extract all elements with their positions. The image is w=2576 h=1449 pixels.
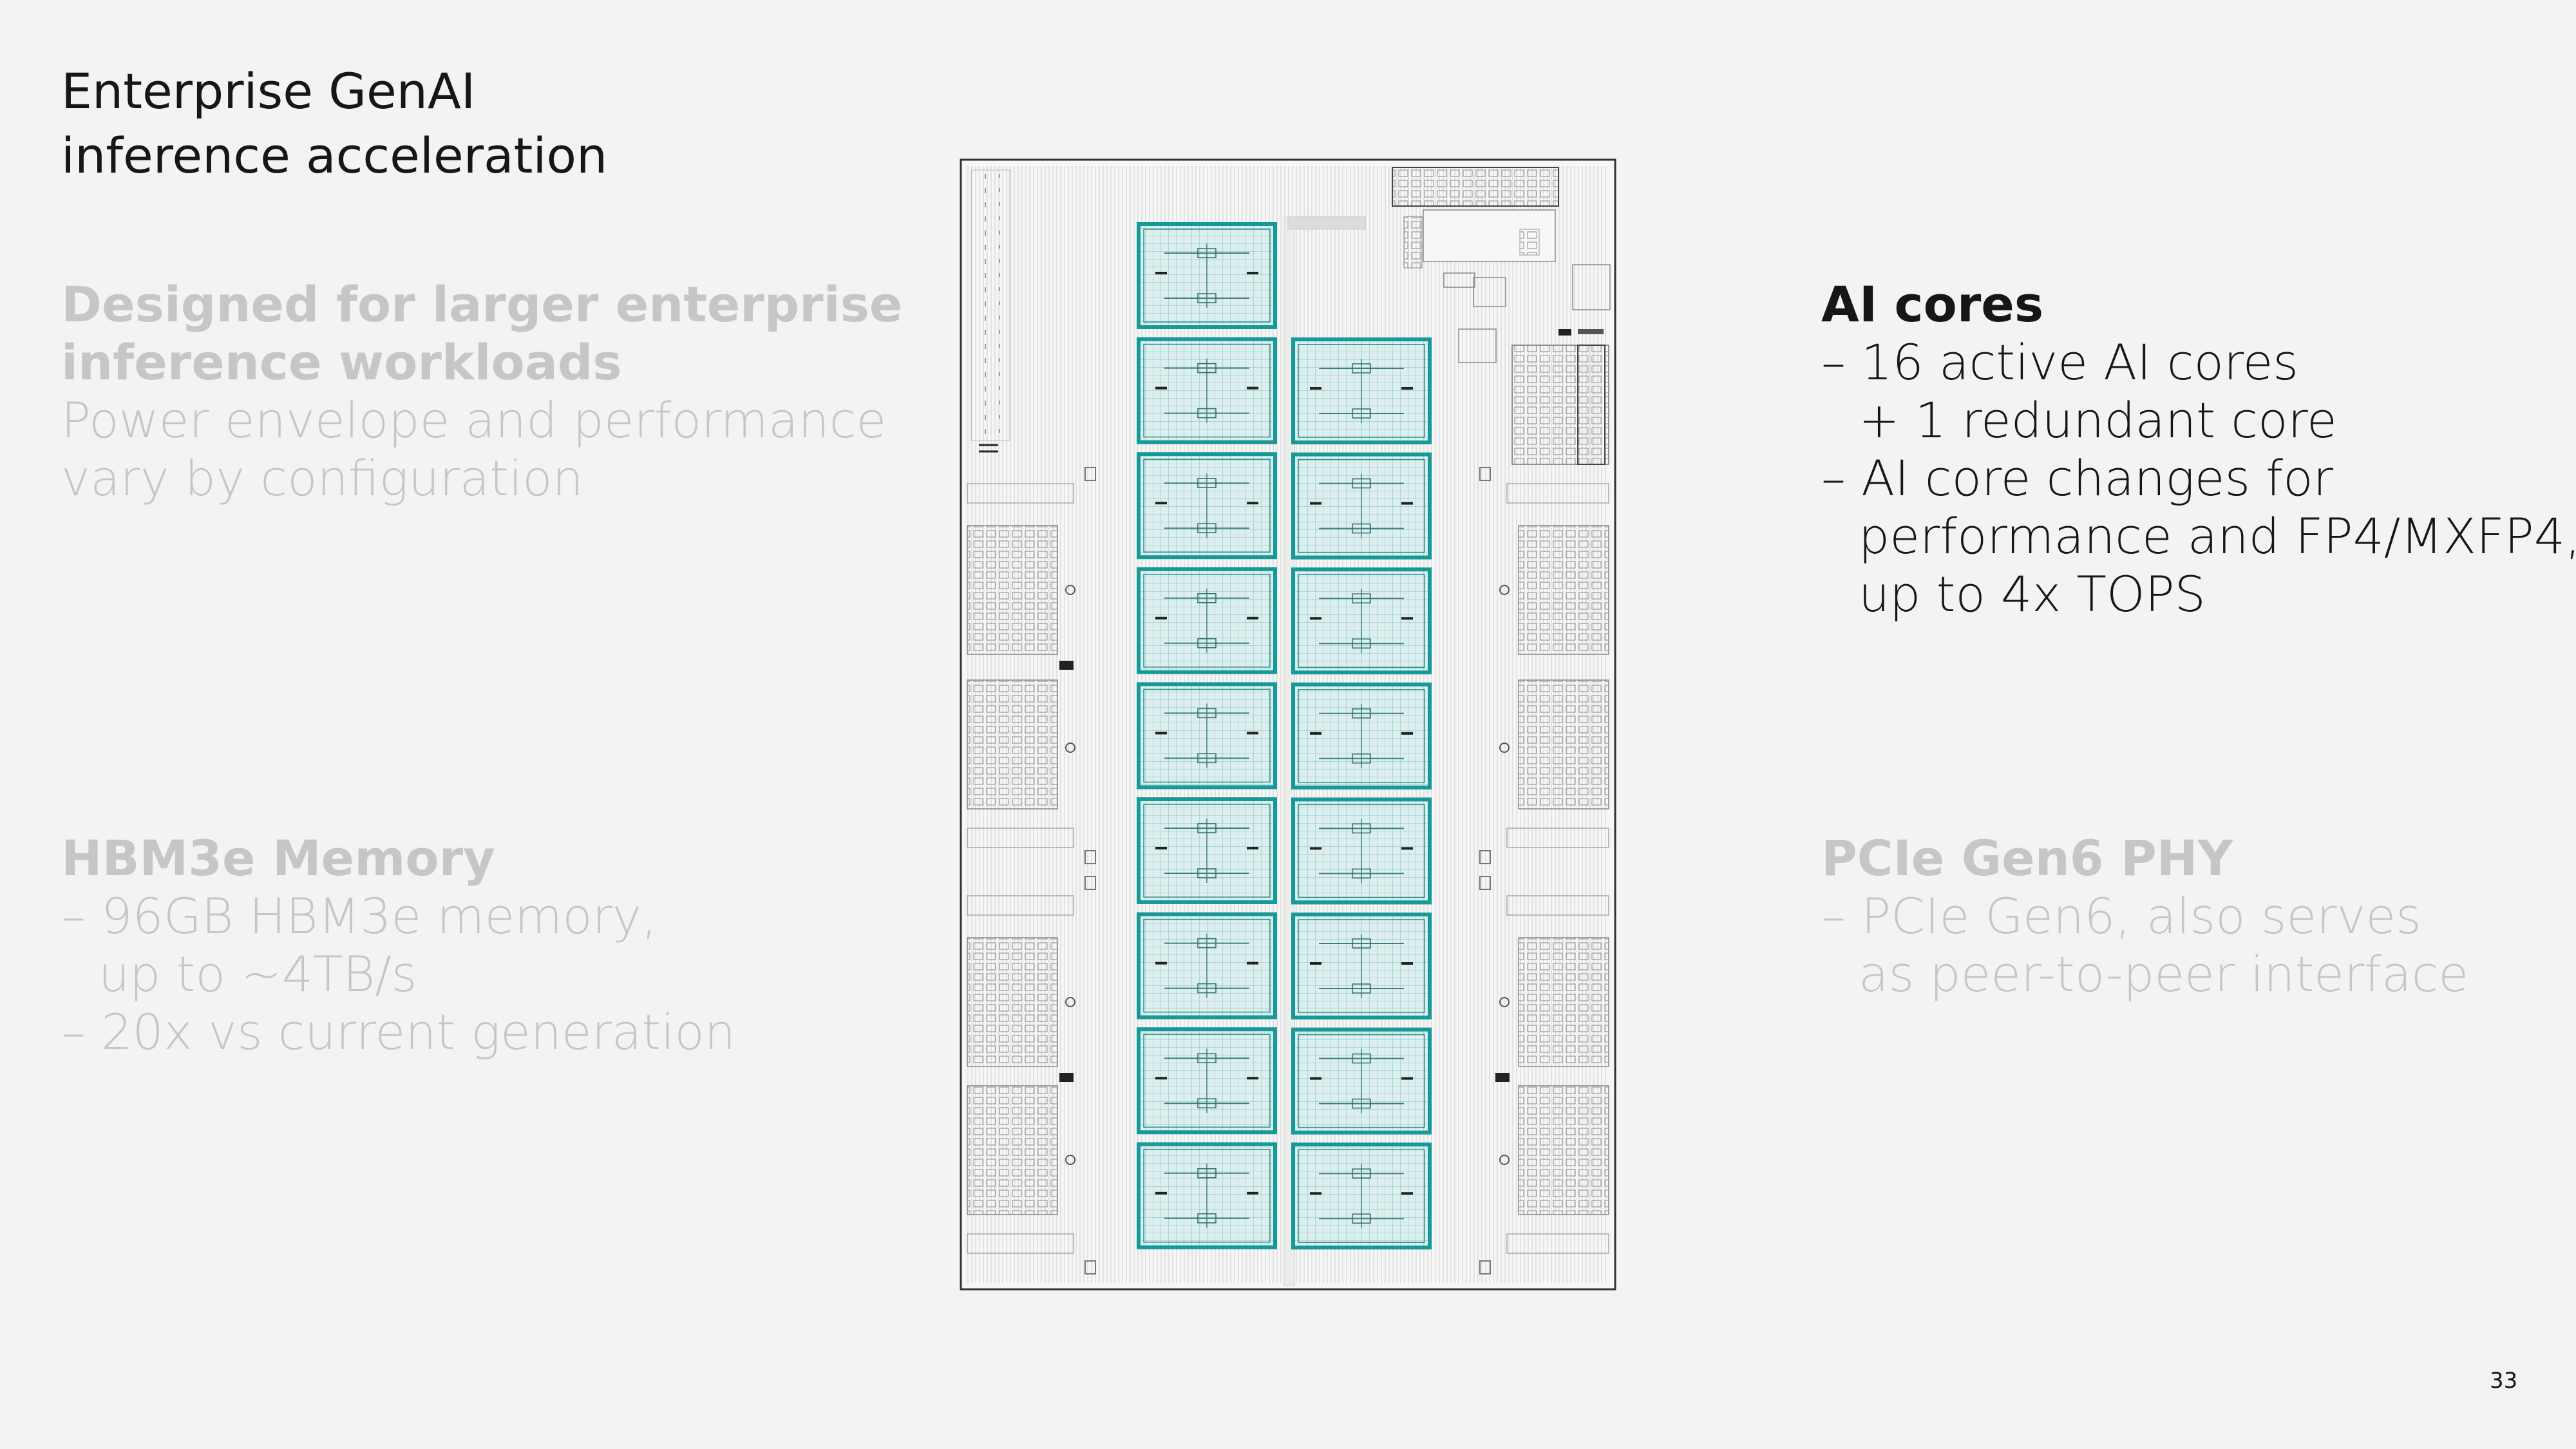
hbm-right-b xyxy=(1518,679,1609,810)
block-line: – 16 active AI cores xyxy=(1821,334,2298,391)
hbm-left-mid2 xyxy=(967,895,1074,916)
hbm-left-bot xyxy=(967,1233,1074,1254)
hbm-left-b xyxy=(967,679,1058,810)
pcie-phy-block: PCIe Gen6 PHY – PCIe Gen6, also serves a… xyxy=(1821,829,2468,1003)
hbm-left-mid xyxy=(967,828,1074,848)
ai-core-tile xyxy=(1137,912,1277,1019)
hbm-right-group xyxy=(1479,467,1609,1274)
enterprise-inference-block: Designed for larger enterprise inference… xyxy=(61,276,902,507)
hbm-left-top xyxy=(967,483,1074,504)
chip-die-diagram xyxy=(960,158,1616,1291)
title-line-1: Enterprise GenAI xyxy=(61,62,476,120)
hbm-left-d xyxy=(967,1085,1058,1215)
block-heading: inference workloads xyxy=(61,334,622,391)
block-heading: AI cores xyxy=(1821,276,2044,333)
ai-core-tile xyxy=(1137,682,1277,790)
block-line: performance and FP4/MXFP4, xyxy=(1859,507,2576,565)
ai-core-tile xyxy=(1137,797,1277,904)
block-line: up to 4x TOPS xyxy=(1859,565,2206,623)
ai-core-tile xyxy=(1291,452,1432,560)
block-line: up to ~4TB/s xyxy=(99,945,417,1003)
block-heading: Designed for larger enterprise xyxy=(61,276,903,333)
hbm-right-c xyxy=(1518,937,1609,1067)
pcie-bank-top xyxy=(1392,167,1559,207)
hbm-left-c xyxy=(967,937,1058,1067)
hbm-right-d xyxy=(1518,1085,1609,1215)
block-line: – 96GB HBM3e memory, xyxy=(61,887,658,945)
ai-core-tile xyxy=(1137,567,1277,674)
ai-core-tile xyxy=(1291,567,1432,675)
ai-core-tile xyxy=(1291,682,1432,790)
left-io-strip xyxy=(971,169,1010,441)
hbm-right-mid xyxy=(1506,828,1609,848)
ai-cores-block: AI cores – 16 active AI cores + 1 redund… xyxy=(1821,276,2576,623)
block-line: – 20x vs current generation xyxy=(61,1003,736,1061)
hbm-memory-block: HBM3e Memory – 96GB HBM3e memory, up to … xyxy=(61,829,735,1061)
ai-core-tile xyxy=(1137,1142,1277,1249)
ai-core-tile xyxy=(1291,797,1432,905)
page-number: 33 xyxy=(2490,1368,2518,1394)
ai-core-tile xyxy=(1137,1027,1277,1135)
hbm-right-bot xyxy=(1506,1233,1609,1254)
block-line: + 1 redundant core xyxy=(1859,392,2337,449)
block-line: Power envelope and performance xyxy=(61,392,887,449)
block-line: vary by configuration xyxy=(61,450,583,507)
ai-core-tile xyxy=(1137,337,1277,444)
ai-core-tile xyxy=(1137,452,1277,560)
block-heading: HBM3e Memory xyxy=(61,829,495,887)
ai-core-tile xyxy=(1291,337,1432,444)
ai-core-tile xyxy=(1291,1142,1432,1250)
block-line: – PCIe Gen6, also serves xyxy=(1821,887,2421,945)
ai-core-tile xyxy=(1291,1027,1432,1135)
hbm-left-a xyxy=(967,525,1058,655)
block-line: as peer-to-peer interface xyxy=(1859,945,2469,1003)
hbm-right-mid2 xyxy=(1506,895,1609,916)
hbm-left-group xyxy=(967,467,1096,1274)
ai-core-array xyxy=(1137,222,1432,1250)
ai-core-tile xyxy=(1137,222,1277,329)
ai-core-tile xyxy=(1291,913,1432,1019)
pcie-phy-region xyxy=(1392,167,1611,465)
block-heading: PCIe Gen6 PHY xyxy=(1821,829,2233,887)
title-line-2: inference acceleration xyxy=(61,127,608,184)
slide-title: Enterprise GenAI inference acceleration xyxy=(61,59,834,188)
hbm-right-a xyxy=(1518,525,1609,655)
block-line: – AI core changes for xyxy=(1821,450,2333,507)
hbm-right-top xyxy=(1506,483,1609,504)
